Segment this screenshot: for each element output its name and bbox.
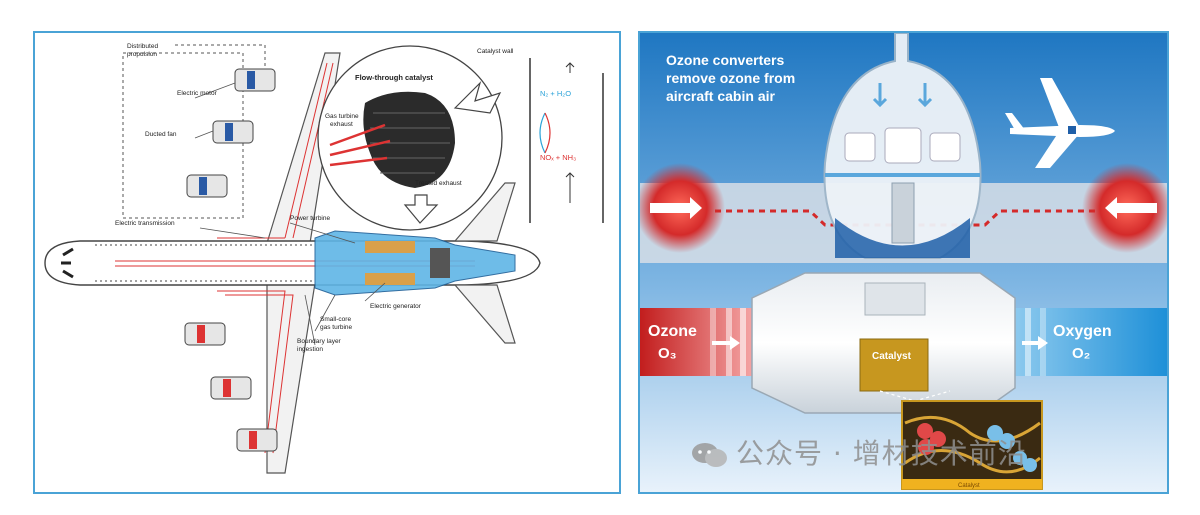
exhaust-flow-arrows: [329, 123, 391, 167]
ozone-flow-arrow: [712, 336, 740, 350]
label-propulsion: propulsion: [127, 51, 157, 58]
label-exhaust: exhaust: [330, 121, 353, 128]
ducted-fan-4: [184, 322, 226, 346]
converter-duct: [891, 182, 915, 244]
power-turbine: [365, 241, 415, 253]
catalyst-honeycomb: [363, 91, 455, 188]
label-n2-h2o: N₂ + H₂O: [540, 89, 571, 98]
aircraft-propulsion-diagram: Distributed propulsion Electric motor Du…: [33, 31, 621, 494]
tail-upper: [453, 182, 516, 242]
label-electric-transmission: Electric transmission: [115, 220, 175, 227]
ducted-fan-1: [234, 68, 276, 92]
label-ducted-fan: Ducted fan: [145, 131, 177, 138]
label-catalyst-wall: Catalyst wall: [477, 48, 514, 55]
right-intake-arrow: [1105, 197, 1157, 219]
cabin-air-arrow-2: [917, 83, 933, 108]
catalyst-block: [859, 338, 929, 392]
aircraft-topview-svg: Distributed propulsion Electric motor Du…: [44, 43, 604, 474]
ozone-converter-svg: Ozone converters remove ozone from aircr…: [640, 33, 1167, 492]
catalyst-wall-arrow: [453, 80, 502, 114]
cabin-seat-left: [844, 132, 876, 162]
label-electric-generator: Electric generator: [370, 303, 422, 310]
label-power-turbine: Power turbine: [290, 215, 330, 222]
ducted-fan-5: [210, 376, 252, 400]
oxygen-formula: O₂: [1072, 345, 1090, 362]
cockpit-windows: [61, 247, 74, 279]
oxygen-label: Oxygen: [1053, 323, 1112, 340]
label-boundary-layer: Boundary layer: [297, 338, 342, 345]
treated-exhaust-arrow: [403, 194, 439, 224]
distributed-propulsion-box: [122, 52, 244, 219]
left-intake-arrow: [650, 197, 702, 219]
label-distributed: Distributed: [127, 43, 158, 50]
oxygen-molecule-icon: [987, 425, 1037, 472]
airplane-wing-icon: [1035, 130, 1080, 168]
label-electric-motor: Electric motor: [177, 90, 218, 97]
bleed-air-duct: [715, 209, 1095, 227]
label-gas-turbine-2: gas turbine: [320, 324, 353, 331]
label-ingestion: ingestion: [297, 346, 323, 353]
watermark: 公众号 · 增材技术前沿: [690, 432, 1027, 472]
cargo-hold: [835, 218, 970, 258]
label-treated-exhaust: Treated exhaust: [415, 180, 462, 187]
ozone-label: Ozone: [648, 323, 697, 340]
cabin-air-arrow-1: [872, 83, 888, 108]
ducted-fan-6: [236, 428, 278, 452]
cabin-passengers: [884, 127, 922, 164]
catalyst-label: Catalyst: [872, 351, 912, 362]
ozone-formula: O₃: [658, 345, 677, 362]
label-flow-through-catalyst: Flow-through catalyst: [355, 73, 433, 82]
ozone-converter-diagram: Ozone converters remove ozone from aircr…: [638, 31, 1169, 494]
watermark-text: 公众号 · 增材技术前沿: [736, 437, 1027, 470]
ducted-fan-3: [186, 174, 228, 198]
converter-nameplate: [864, 282, 926, 316]
title-line-3: aircraft cabin air: [666, 88, 775, 104]
label-small-core: Small-core: [320, 316, 351, 323]
chat-bubble-icon: [692, 443, 727, 467]
ducted-fan-2: [212, 120, 254, 144]
title-line-2: remove ozone from: [666, 70, 795, 86]
oxygen-flow-arrow: [1022, 336, 1048, 350]
cabin-seat-right: [929, 132, 961, 162]
label-nox-nh3: NOₓ + NH₃: [540, 153, 576, 162]
tail-lower: [453, 284, 516, 344]
catalyst-closeup-label: Catalyst: [958, 483, 980, 489]
label-gas-turbine: Gas turbine: [325, 113, 359, 120]
ozone-molecule-icon: [917, 423, 946, 455]
electric-generator: [365, 273, 415, 285]
title-line-1: Ozone converters: [666, 52, 784, 68]
